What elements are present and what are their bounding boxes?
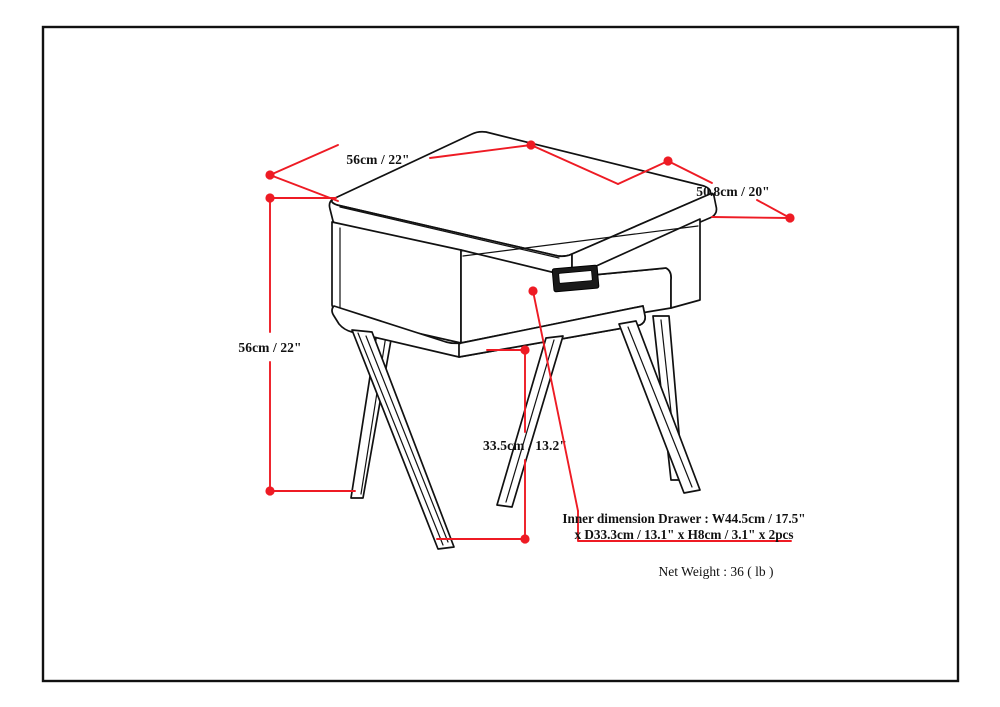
- clearance-dim-dot-top: [520, 345, 530, 355]
- net-weight-label: Net Weight : 36 ( lb ): [659, 564, 774, 579]
- inner-dimension-note-line2: x D33.3cm / 13.1" x H8cm / 3.1" x 2pcs: [574, 527, 793, 542]
- width-dimension-label: 56cm / 22": [346, 152, 409, 167]
- height-dimension-label: 56cm / 22": [238, 340, 301, 355]
- inner-dimension-leader: [528, 286, 792, 542]
- height-dimension: 56cm / 22": [238, 193, 356, 496]
- leg-front-left: [351, 329, 455, 550]
- height-dim-dot-bottom: [265, 486, 275, 496]
- clearance-dimension-label: 33.5cm / 13.2": [483, 438, 567, 453]
- apron: [331, 305, 646, 358]
- drawer-handle: [551, 264, 600, 293]
- width-dim-dot-right: [526, 140, 536, 150]
- clearance-dim-dot-bottom: [520, 534, 530, 544]
- leg-front-right: [496, 335, 564, 508]
- drawer-box: [331, 218, 701, 344]
- inner-dimension-note-line1: Inner dimension Drawer : W44.5cm / 17.5": [562, 511, 805, 526]
- drawing-border: [41, 25, 960, 683]
- furniture-illustration: [328, 130, 718, 550]
- inner-dimension-leader-dot: [528, 286, 538, 296]
- depth-dimension-label: 50.8cm / 20": [696, 184, 770, 199]
- depth-dim-dot-top: [663, 156, 673, 166]
- depth-dimension: 50.8cm / 20": [617, 156, 795, 223]
- leg-back-right-outer: [618, 320, 701, 494]
- clearance-dimension: 33.5cm / 13.2": [436, 345, 567, 544]
- depth-dim-dot-bottom: [785, 213, 795, 223]
- height-dim-dot-top: [265, 193, 275, 203]
- width-dimension: 56cm / 22": [265, 140, 619, 202]
- width-dim-dot-left: [265, 170, 275, 180]
- table-top: [328, 130, 718, 281]
